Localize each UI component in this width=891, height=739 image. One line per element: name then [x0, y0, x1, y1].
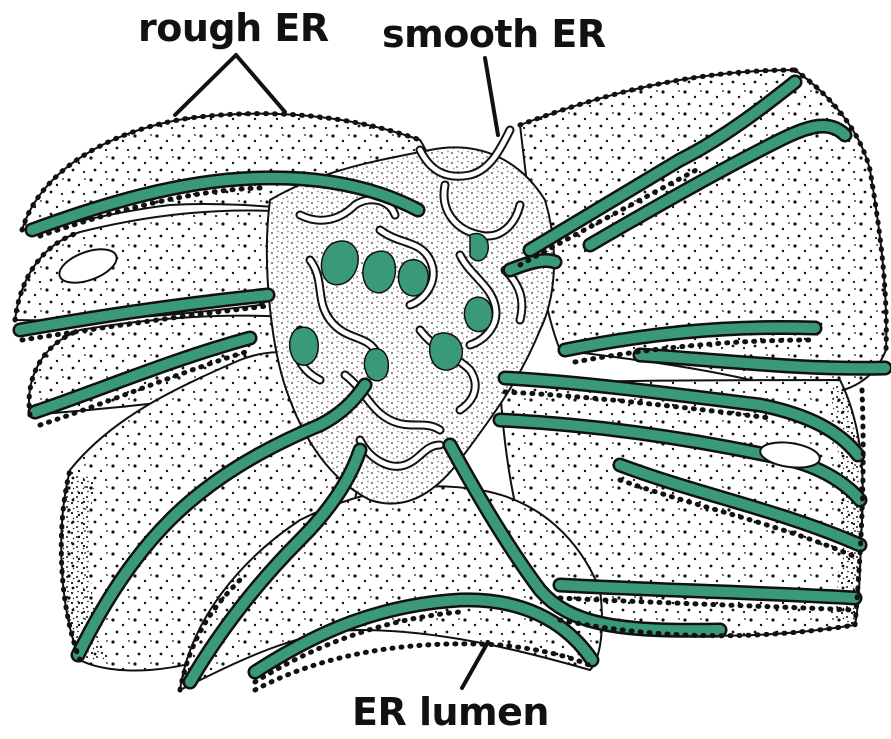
- er-lumen-label: ER lumen: [352, 690, 549, 734]
- rough-er-label: rough ER: [138, 6, 329, 50]
- smooth-er-label: smooth ER: [382, 12, 606, 56]
